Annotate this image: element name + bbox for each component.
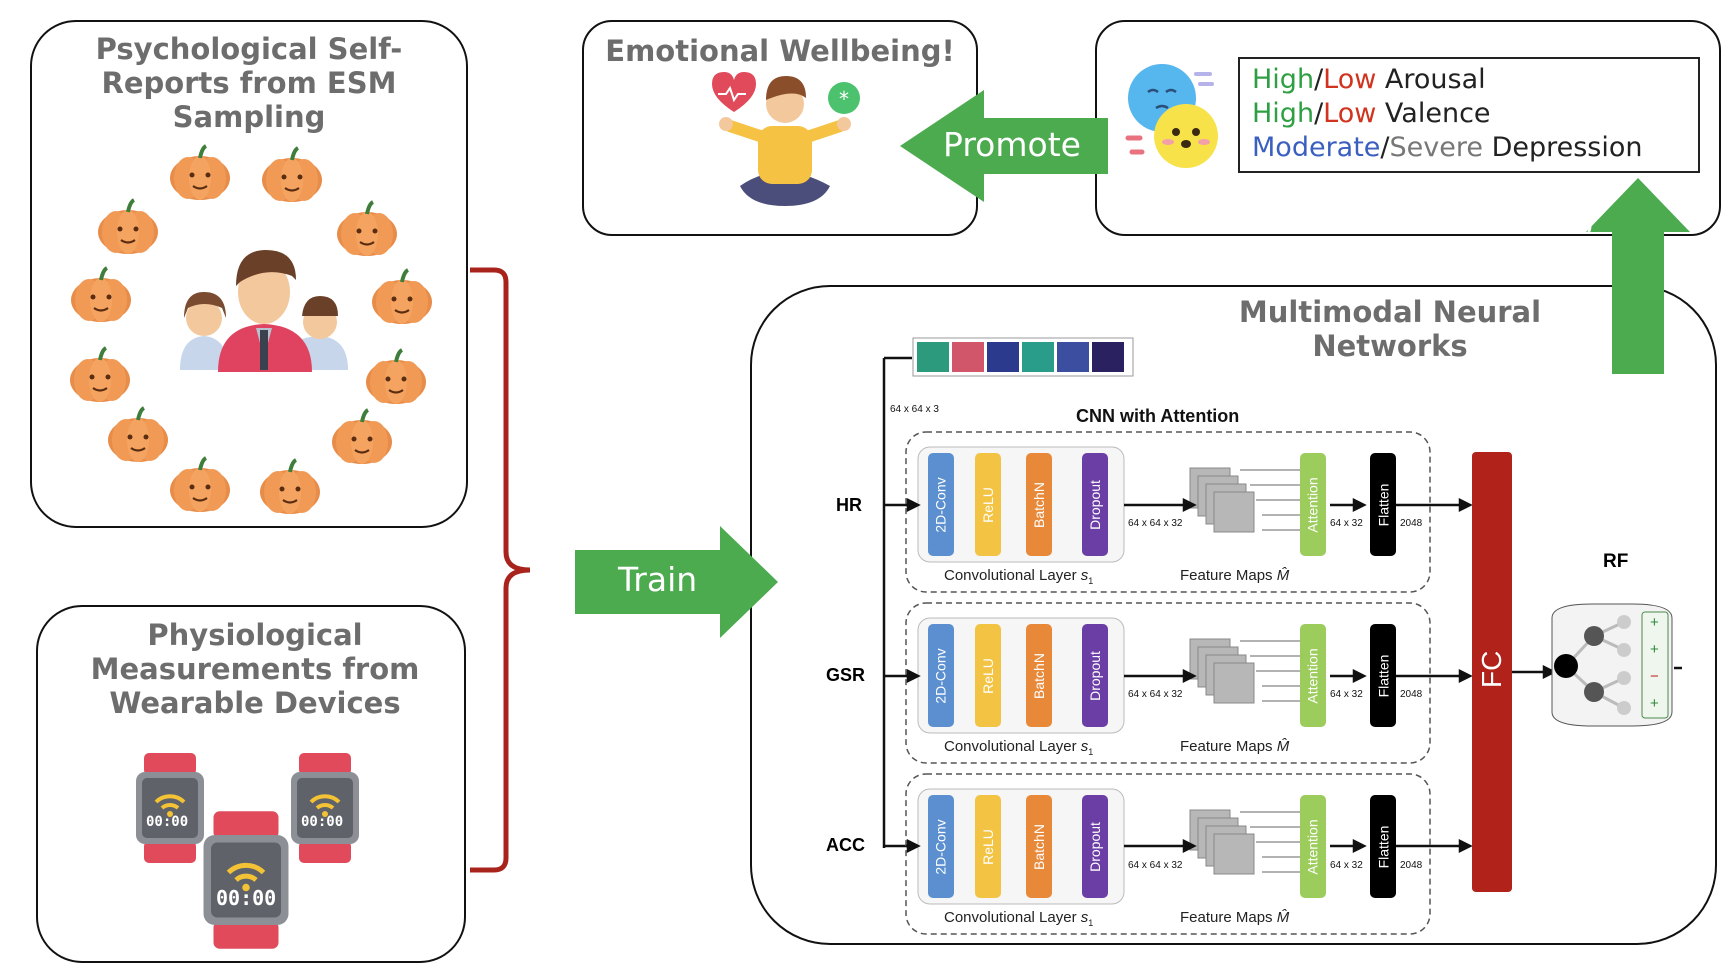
rf-leaf-minus: − xyxy=(1650,668,1659,685)
family-icon xyxy=(180,250,348,372)
rf-label: RF xyxy=(1603,551,1629,572)
promote-label: Promote xyxy=(943,125,1081,164)
row-label-gsr: GSR xyxy=(826,665,866,685)
emoji-faces-icon xyxy=(1125,64,1218,168)
batchnorm-block: BatchN xyxy=(1026,795,1052,898)
svg-text:*: * xyxy=(839,87,849,111)
flatten-block: Flatten xyxy=(1370,795,1396,898)
row-label-acc: ACC xyxy=(826,835,865,855)
train-arrow xyxy=(575,526,778,638)
conv-block: 2D-Conv xyxy=(928,624,954,727)
conv-block: 2D-Conv xyxy=(928,795,954,898)
attention-block: Attention xyxy=(1300,453,1326,556)
legend-valence: High/Low Valence xyxy=(1252,98,1491,129)
cnn-title: CNN with Attention xyxy=(1076,406,1240,426)
attention-block: Attention xyxy=(1300,624,1326,727)
fmaps-caption: Feature Maps M̂ xyxy=(1180,738,1290,755)
conv-caption: Convolutional Layer s1 xyxy=(944,909,1094,928)
rf-leaf-plus: + xyxy=(1650,695,1659,712)
classify-arrow xyxy=(1586,178,1690,374)
fm-dim-label: 64 x 64 x 32 xyxy=(1128,689,1183,700)
watch-time-left: 00:00 xyxy=(146,814,189,830)
fc-label: FC xyxy=(1476,650,1507,688)
flat-dim-label: 2048 xyxy=(1400,689,1423,700)
dropout-block: Dropout xyxy=(1082,453,1108,556)
classification-legend: High/Low Arousal High/Low Valence Modera… xyxy=(1238,57,1700,173)
train-label: Train xyxy=(618,560,698,599)
row-label-hr: HR xyxy=(836,495,862,515)
input-image-strip xyxy=(912,337,1134,377)
fmaps-caption: Feature Maps M̂ xyxy=(1180,909,1290,926)
att-dim-label: 64 x 32 xyxy=(1330,860,1363,871)
fm-dim-label: 64 x 64 x 32 xyxy=(1128,860,1183,871)
dropout-block: Dropout xyxy=(1082,795,1108,898)
conv-caption: Convolutional Layer s1 xyxy=(944,567,1094,586)
random-forest-icon xyxy=(1551,603,1673,727)
att-dim-label: 64 x 32 xyxy=(1330,518,1363,529)
input-dim-label: 64 x 64 x 3 xyxy=(890,404,939,415)
watch-time-center: 00:00 xyxy=(216,886,277,910)
physio-title: Physiological Measurements from Wearable… xyxy=(90,618,420,721)
fmaps-caption: Feature Maps M̂ xyxy=(1180,567,1290,584)
rf-leaf-plus: + xyxy=(1650,614,1659,631)
legend-depression: Moderate/Severe Depression xyxy=(1252,132,1643,163)
meditating-person-icon: * xyxy=(712,72,860,206)
self-reports-title: Psychological Self-Reports from ESM Samp… xyxy=(95,32,403,135)
brace-bracket xyxy=(470,267,531,873)
batchnorm-block: BatchN xyxy=(1026,453,1052,556)
relu-block: ReLU xyxy=(975,624,1001,727)
conv-block: 2D-Conv xyxy=(928,453,954,556)
wellbeing-title: Emotional Wellbeing! xyxy=(605,34,955,68)
relu-block: ReLU xyxy=(975,453,1001,556)
smartwatch-icons xyxy=(134,751,361,949)
flat-dim-label: 2048 xyxy=(1400,860,1423,871)
batchnorm-block: BatchN xyxy=(1026,624,1052,727)
att-dim-label: 64 x 32 xyxy=(1330,689,1363,700)
legend-arousal: High/Low Arousal xyxy=(1252,64,1486,95)
conv-caption: Convolutional Layer s1 xyxy=(944,738,1094,757)
watch-time-right: 00:00 xyxy=(301,814,344,830)
network-title: Multimodal Neural Networks xyxy=(1238,295,1542,364)
flatten-block: Flatten xyxy=(1370,624,1396,727)
attention-block: Attention xyxy=(1300,795,1326,898)
feature-map-stacks xyxy=(1189,467,1255,875)
flatten-block: Flatten xyxy=(1370,453,1396,556)
fc-layer xyxy=(1472,452,1512,892)
flat-dim-label: 2048 xyxy=(1400,518,1423,529)
relu-block: ReLU xyxy=(975,795,1001,898)
dropout-block: Dropout xyxy=(1082,624,1108,727)
fm-dim-label: 64 x 64 x 32 xyxy=(1128,518,1183,529)
rf-leaf-plus: + xyxy=(1650,641,1659,658)
promote-arrow xyxy=(900,90,1108,202)
